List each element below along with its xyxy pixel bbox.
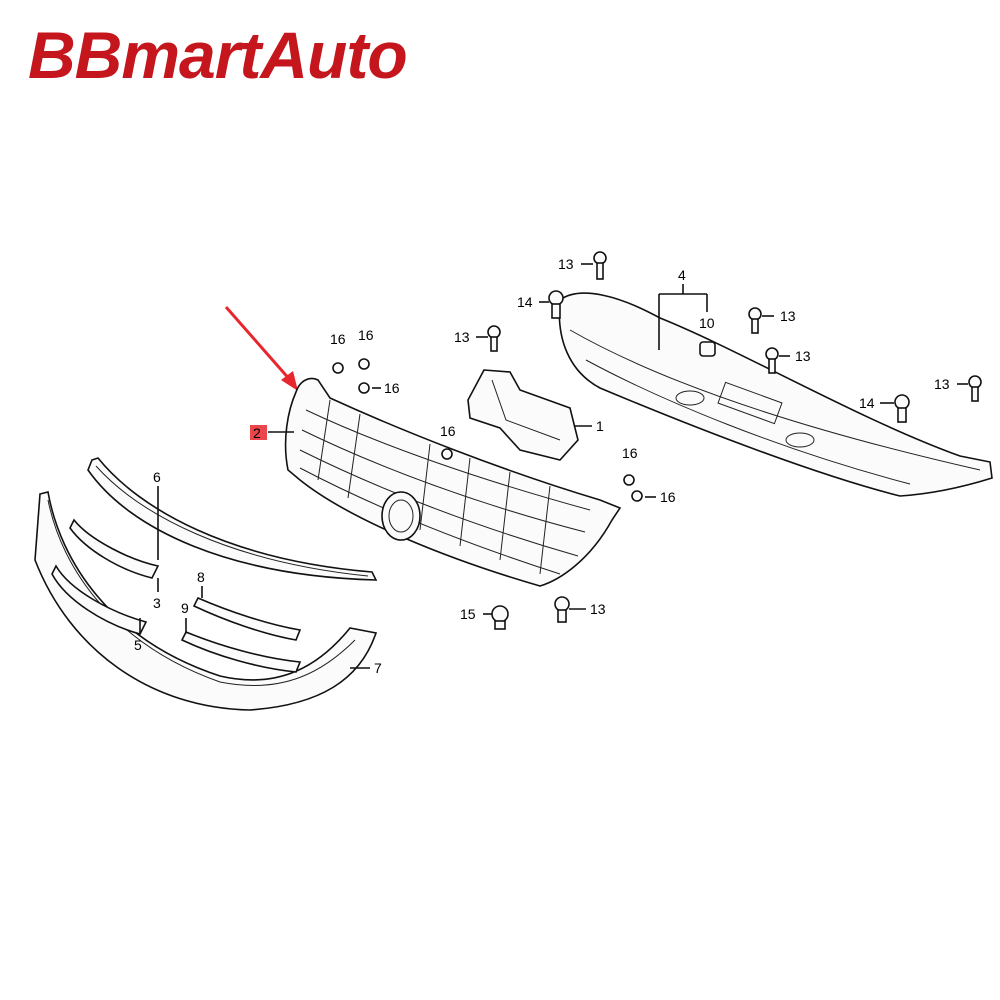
callout-13-mid2: 13 bbox=[795, 348, 811, 364]
callout-8: 8 bbox=[197, 569, 205, 585]
clip-16-f bbox=[631, 490, 643, 502]
part-grille-base bbox=[284, 377, 622, 587]
callout-9: 9 bbox=[181, 600, 189, 616]
bolt-13-mid2 bbox=[765, 347, 779, 374]
bolt-13-top bbox=[593, 251, 607, 280]
clip-15 bbox=[491, 605, 509, 630]
clip-16-b bbox=[358, 358, 370, 370]
bolt-13-bottom bbox=[554, 596, 570, 623]
callout-16-c: 16 bbox=[384, 380, 400, 396]
callout-16-f: 16 bbox=[660, 489, 676, 505]
callout-13-bracket: 13 bbox=[454, 329, 470, 345]
clip-16-c bbox=[358, 382, 370, 394]
brand-logo: BBmartAuto bbox=[28, 18, 408, 92]
bolt-14-left bbox=[548, 290, 564, 319]
part-upper-molding bbox=[87, 457, 378, 581]
callout-14-left: 14 bbox=[517, 294, 533, 310]
callout-16-d: 16 bbox=[440, 423, 456, 439]
callout-13-top: 13 bbox=[558, 256, 574, 272]
callout-16-b: 16 bbox=[358, 327, 374, 343]
bolt-13-bracket bbox=[487, 325, 501, 352]
bolt-14-right bbox=[894, 394, 910, 423]
callout-7: 7 bbox=[374, 660, 382, 676]
callout-15: 15 bbox=[460, 606, 476, 622]
callout-5: 5 bbox=[134, 637, 142, 653]
fasteners bbox=[332, 251, 982, 630]
bolt-13-right bbox=[968, 375, 982, 402]
pointer-arrow bbox=[224, 306, 298, 391]
callout-13-right: 13 bbox=[934, 376, 950, 392]
callout-10: 10 bbox=[699, 315, 715, 331]
part-grille-frame bbox=[34, 491, 378, 711]
callout-3: 3 bbox=[153, 595, 161, 611]
part-clip-10 bbox=[699, 341, 716, 357]
callout-13-bottom: 13 bbox=[590, 601, 606, 617]
callout-2: 2 bbox=[253, 425, 261, 441]
part-upper-cover bbox=[558, 292, 993, 497]
callout-4: 4 bbox=[678, 267, 686, 283]
callout-labels: 2 1 4 10 6 3 5 8 9 7 13 14 13 13 13 14 1… bbox=[134, 256, 950, 676]
clip-16-e bbox=[623, 474, 635, 486]
part-bracket bbox=[467, 369, 579, 461]
callout-16-a: 16 bbox=[330, 331, 346, 347]
callout-2-highlight-box bbox=[250, 425, 267, 440]
callout-6: 6 bbox=[153, 469, 161, 485]
callout-13-mid: 13 bbox=[780, 308, 796, 324]
callout-1: 1 bbox=[596, 418, 604, 434]
clip-16-a bbox=[332, 362, 344, 374]
leader-lines bbox=[139, 263, 968, 669]
bolt-13-mid bbox=[748, 307, 762, 334]
clip-16-d bbox=[441, 448, 453, 460]
callout-14-right: 14 bbox=[859, 395, 875, 411]
callout-16-e: 16 bbox=[622, 445, 638, 461]
